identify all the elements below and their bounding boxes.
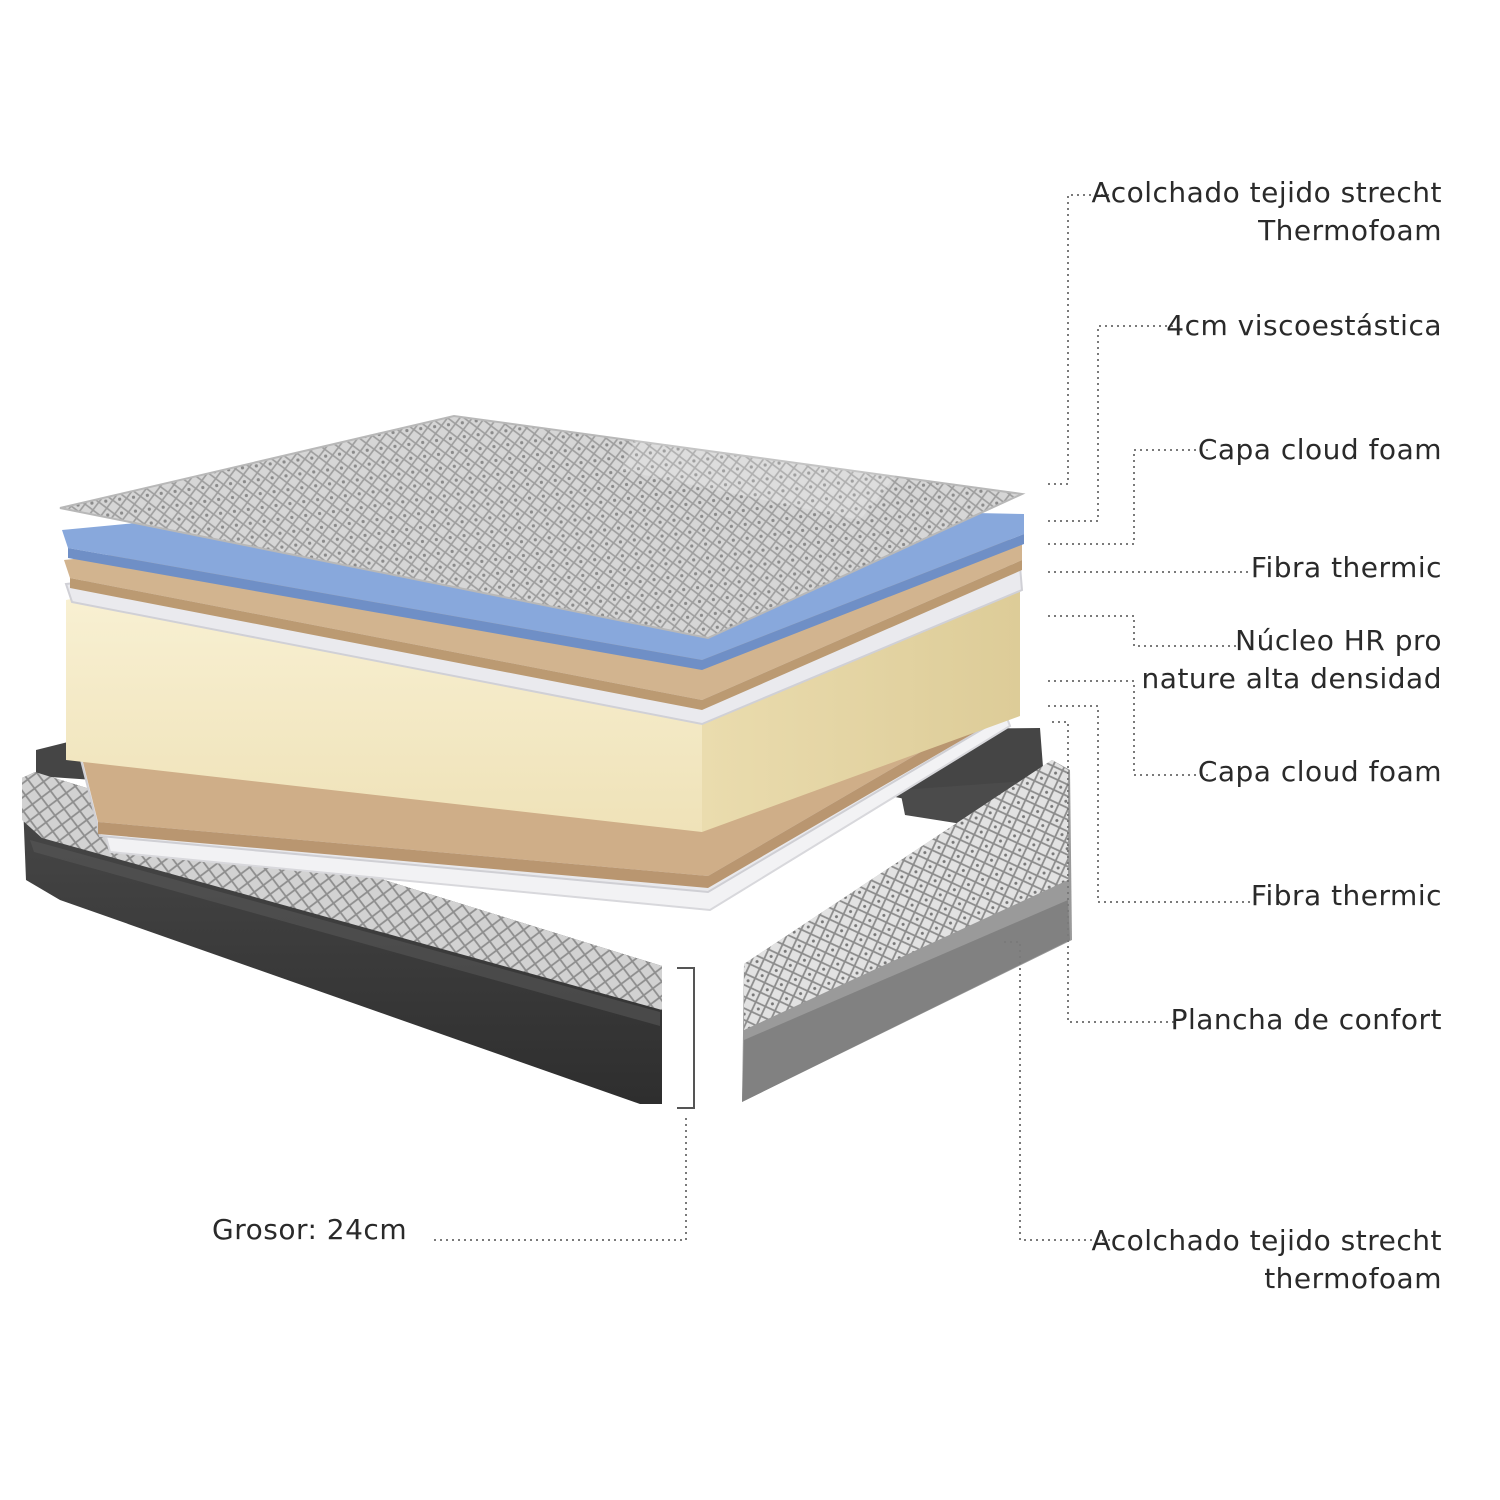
leader-thickness	[430, 1118, 687, 1241]
leader-cloud-top	[1048, 449, 1208, 545]
label-plancha: Plancha de confort	[1170, 1003, 1442, 1036]
right-side-panel	[742, 760, 1072, 1102]
leader-plancha	[1052, 721, 1178, 1023]
leader-lines	[430, 194, 1252, 1241]
leader-cloud-bottom	[1048, 680, 1210, 776]
label-cloud-bottom: Capa cloud foam	[1197, 755, 1442, 788]
label-top-quilt: Acolchado tejido strecht Thermofoam	[1091, 176, 1442, 247]
label-core: Núcleo HR pro nature alta densidad	[1141, 624, 1442, 695]
label-thickness: Grosor: 24cm	[212, 1213, 408, 1246]
label-fibra-bottom: Fibra thermic	[1250, 879, 1442, 912]
label-cloud-top: Capa cloud foam	[1197, 433, 1442, 466]
layer-top-quilt	[59, 414, 1026, 640]
leader-top-quilt	[1048, 194, 1112, 485]
leader-visco	[1048, 325, 1176, 522]
leader-side-quilt	[1004, 941, 1110, 1241]
label-visco: 4cm viscoestástica	[1166, 309, 1442, 342]
label-side-quilt: Acolchado tejido strecht thermofoam	[1091, 1224, 1442, 1295]
thickness-bracket	[677, 967, 695, 1109]
label-fibra-top: Fibra thermic	[1250, 551, 1442, 584]
leader-core	[1048, 615, 1238, 647]
leader-fibra-bottom	[1048, 705, 1252, 903]
